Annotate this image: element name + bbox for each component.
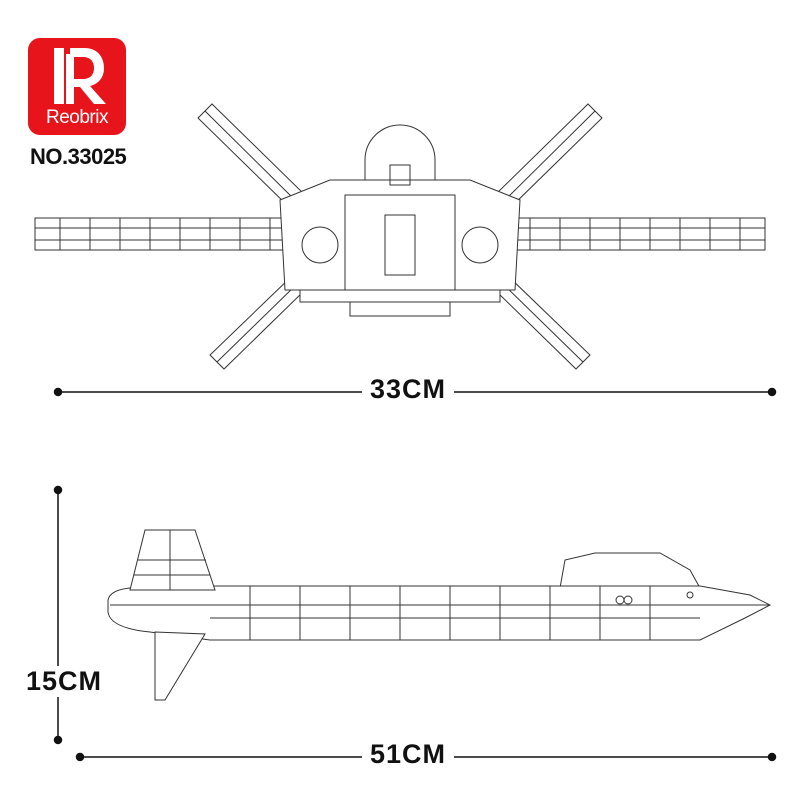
brand-name: Reobrix xyxy=(46,107,108,128)
fuselage-front xyxy=(279,124,521,317)
brand-logo: Reobrix xyxy=(28,38,126,135)
left-wing xyxy=(34,217,301,251)
model-number: NO.33025 xyxy=(30,144,127,169)
upper-right-fin xyxy=(494,103,603,211)
side-length-label: 51CM xyxy=(362,739,455,770)
side-height-label: 15CM xyxy=(18,666,111,697)
logo-r-mark-icon xyxy=(54,48,106,104)
upper-left-fin xyxy=(197,103,306,211)
front-width-label: 33CM xyxy=(362,374,455,405)
side-view-aircraft xyxy=(107,529,772,701)
front-view-aircraft xyxy=(34,103,766,370)
right-wing xyxy=(499,217,766,251)
